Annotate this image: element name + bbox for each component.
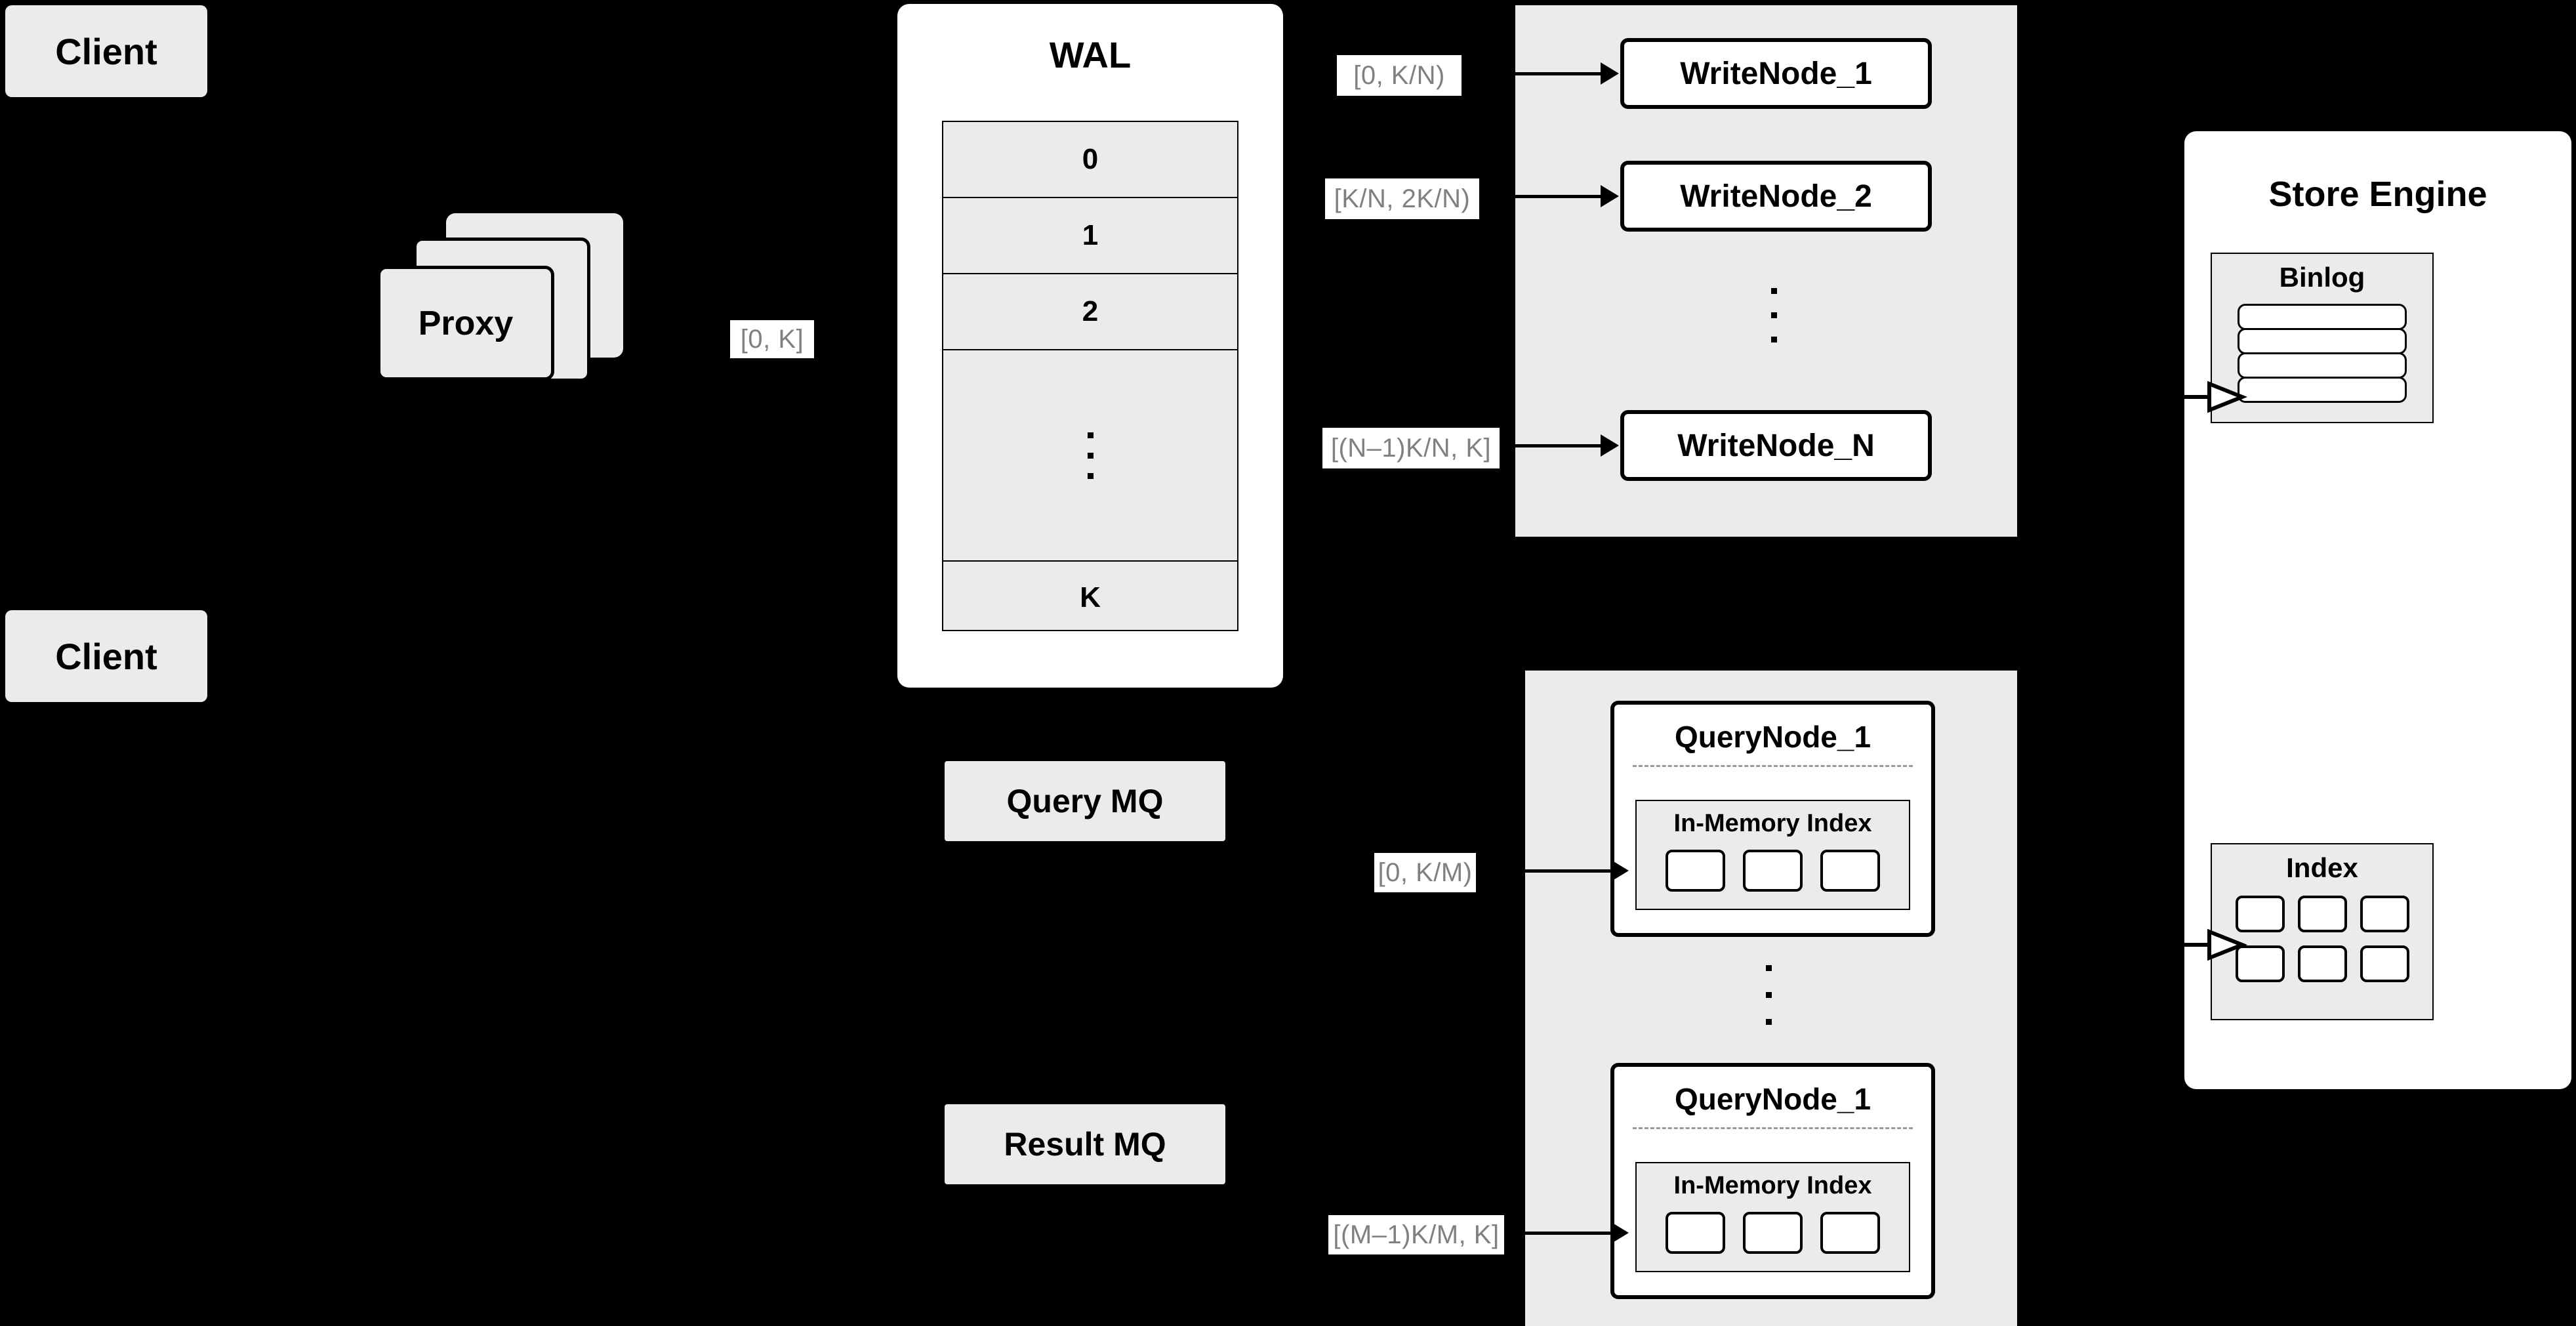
write-cluster-vertical-ellipsis-icon — [1771, 279, 1777, 352]
arrow-line-write-2 — [1515, 195, 1602, 198]
arrow-head-write-n — [1601, 434, 1619, 457]
query-node-2-index-title: In-Memory Index — [1673, 1172, 1872, 1199]
edge-label-write-node-1: [0, K/N) — [1337, 55, 1462, 96]
query-node-1[interactable]: QueryNode_1 In-Memory Index — [1610, 701, 1935, 937]
result-mq-label: Result MQ — [1004, 1126, 1166, 1163]
arrow-head-write-1 — [1601, 62, 1619, 85]
arrow-head-write-2 — [1601, 185, 1619, 207]
memory-index-segment[interactable] — [1666, 1212, 1725, 1254]
result-mq-box[interactable]: Result MQ — [945, 1104, 1225, 1184]
query-cluster-vertical-ellipsis-icon — [1766, 955, 1772, 1035]
arrow-head-query-1 — [1610, 860, 1629, 882]
memory-index-segment[interactable] — [1743, 850, 1803, 892]
binlog-bar[interactable] — [2238, 352, 2407, 379]
memory-index-segment[interactable] — [1666, 850, 1725, 892]
query-node-2[interactable]: QueryNode_1 In-Memory Index — [1610, 1063, 1935, 1299]
wal-vertical-ellipsis-icon — [1087, 425, 1094, 486]
arrow-line-query-m — [1525, 1232, 1612, 1235]
wal-title: WAL — [1049, 34, 1132, 75]
wal-table: 0 1 2 K — [942, 121, 1238, 631]
binlog-title: Binlog — [2279, 262, 2365, 293]
binlog-bar[interactable] — [2238, 304, 2407, 330]
index-cell[interactable] — [2297, 945, 2347, 982]
query-mq-label: Query MQ — [1006, 783, 1164, 819]
edge-label-query-node-1: [0, K/M) — [1374, 853, 1476, 892]
query-node-1-title: QueryNode_1 — [1674, 720, 1871, 754]
write-node-n-label: WriteNode_N — [1677, 428, 1875, 463]
wal-row: 2 — [943, 274, 1237, 350]
write-node-n[interactable]: WriteNode_N — [1620, 410, 1932, 481]
edge-label-proxy-to-wal-text: [0, K] — [740, 324, 804, 354]
edge-label-write-node-1-text: [0, K/N) — [1353, 60, 1445, 90]
binlog-bar[interactable] — [2238, 328, 2407, 354]
edge-label-proxy-to-wal: [0, K] — [730, 320, 814, 358]
write-node-1[interactable]: WriteNode_1 — [1620, 38, 1932, 109]
index-cell[interactable] — [2360, 896, 2409, 932]
arrow-to-index — [2177, 925, 2249, 964]
index-cell[interactable] — [2235, 896, 2285, 932]
edge-label-query-node-m: [(M–1)K/M, K] — [1328, 1215, 1504, 1254]
arrow-line-query-1 — [1525, 869, 1612, 873]
wal-row: 0 — [943, 122, 1237, 198]
write-node-2-label: WriteNode_2 — [1680, 178, 1872, 214]
wal-row-value: 1 — [1082, 219, 1099, 251]
edge-label-query-node-1-text: [0, K/M) — [1378, 858, 1473, 887]
query-node-2-divider — [1633, 1127, 1913, 1129]
query-node-1-index-title: In-Memory Index — [1673, 810, 1872, 837]
store-engine-panel: Store Engine Binlog Index — [2184, 131, 2571, 1089]
memory-index-segment[interactable] — [1820, 850, 1880, 892]
client-box-2[interactable]: Client — [5, 610, 207, 702]
edge-label-write-node-n: [(N–1)K/N, K] — [1322, 428, 1500, 468]
proxy-stack[interactable]: Proxy — [377, 213, 659, 423]
binlog-bar[interactable] — [2238, 377, 2407, 403]
query-node-1-divider — [1633, 765, 1913, 767]
store-engine-title: Store Engine — [2268, 175, 2487, 214]
index-title: Index — [2286, 852, 2358, 883]
edge-label-write-node-2: [K/N, 2K/N) — [1325, 178, 1479, 219]
query-node-2-memory-index-panel: In-Memory Index — [1635, 1162, 1910, 1272]
wal-row-ellipsis — [943, 350, 1237, 562]
wal-panel: WAL 0 1 2 K — [897, 4, 1283, 688]
index-cell[interactable] — [2360, 945, 2409, 982]
wal-row-value: 0 — [1082, 143, 1099, 175]
proxy-card-front[interactable]: Proxy — [377, 266, 554, 381]
arrow-line-write-1 — [1515, 72, 1602, 75]
query-mq-box[interactable]: Query MQ — [945, 761, 1225, 841]
edge-label-write-node-2-text: [K/N, 2K/N) — [1334, 184, 1471, 213]
index-cell[interactable] — [2297, 896, 2347, 932]
proxy-label: Proxy — [418, 304, 514, 342]
memory-index-segment[interactable] — [1743, 1212, 1803, 1254]
edge-label-write-node-n-text: [(N–1)K/N, K] — [1330, 433, 1492, 463]
index-panel: Index — [2211, 843, 2434, 1020]
wal-row-value: 2 — [1082, 295, 1099, 327]
write-node-2[interactable]: WriteNode_2 — [1620, 161, 1932, 232]
binlog-panel: Binlog — [2211, 253, 2434, 423]
query-node-2-title: QueryNode_1 — [1674, 1082, 1871, 1116]
memory-index-segment[interactable] — [1820, 1212, 1880, 1254]
arrow-line-write-n — [1515, 444, 1602, 447]
write-node-1-label: WriteNode_1 — [1680, 56, 1872, 91]
arrow-head-query-m — [1610, 1222, 1629, 1244]
index-cell[interactable] — [2235, 945, 2285, 982]
wal-row: K — [943, 562, 1237, 634]
wal-row: 1 — [943, 198, 1237, 274]
wal-row-value: K — [1080, 581, 1101, 613]
client-label-1: Client — [55, 30, 157, 72]
arrow-to-binlog — [2177, 377, 2249, 417]
client-label-2: Client — [55, 635, 157, 677]
edge-label-query-node-m-text: [(M–1)K/M, K] — [1333, 1220, 1500, 1249]
client-box-1[interactable]: Client — [5, 5, 207, 97]
query-node-1-memory-index-panel: In-Memory Index — [1635, 800, 1910, 910]
